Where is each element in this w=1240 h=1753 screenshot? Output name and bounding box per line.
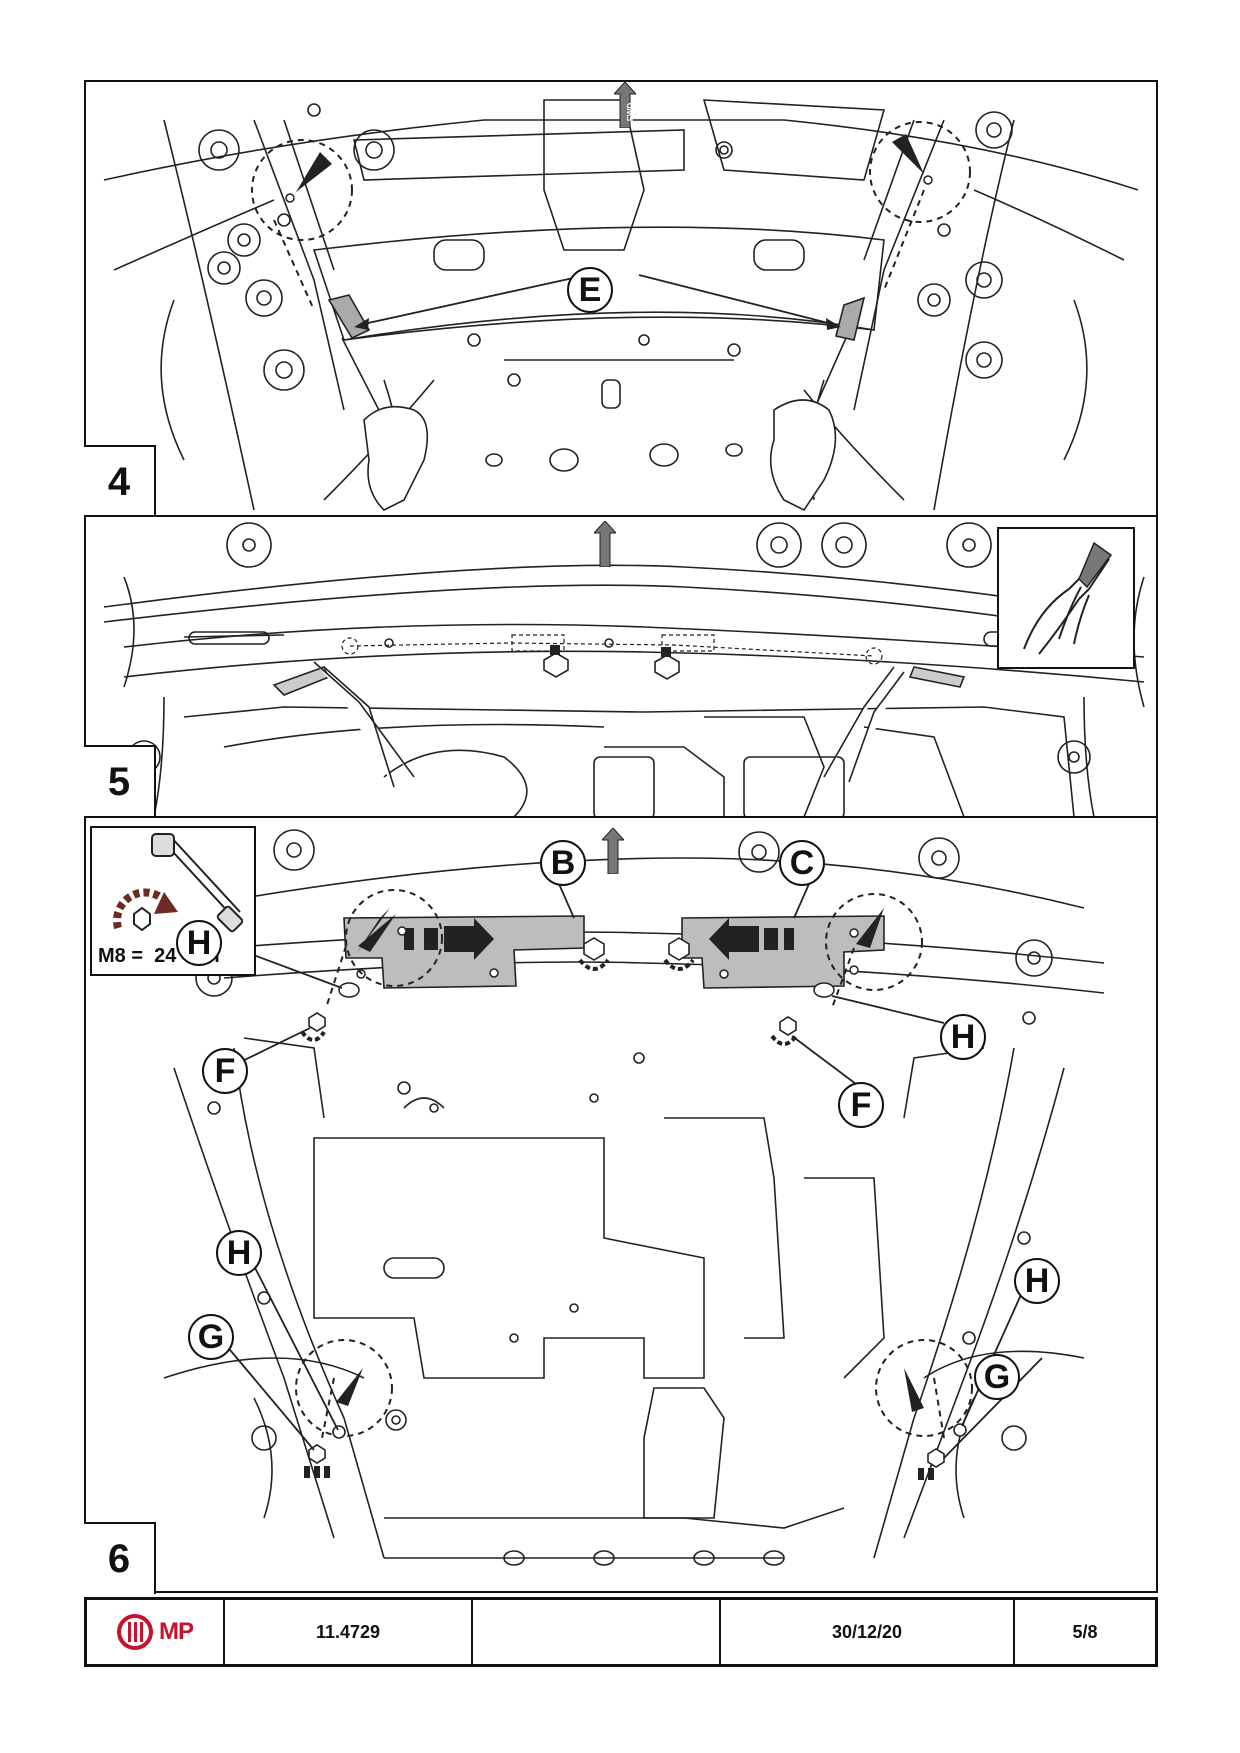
- torque-spec-box: M8 = 24 Nm: [90, 826, 256, 976]
- mp-logo: MP: [117, 1614, 194, 1650]
- step-5-panel: 5: [84, 515, 1158, 817]
- product-code: 11.4729: [225, 1600, 473, 1664]
- logo-text: MP: [159, 1618, 194, 1645]
- callout-E: E: [567, 267, 613, 313]
- callout-H: H: [216, 1230, 262, 1276]
- callout-G: G: [188, 1314, 234, 1360]
- fwd-arrow-icon: FWD: [614, 82, 636, 128]
- step-6-panel: M8 = 24 Nm B C H H F F H H G G 6: [84, 816, 1158, 1598]
- svg-text:FWD: FWD: [626, 103, 635, 121]
- step-number: 4: [84, 445, 156, 517]
- mp-logo-icon: [117, 1614, 153, 1650]
- fwd-arrow-icon: [594, 521, 616, 567]
- step-5-illustration: [103, 522, 1145, 817]
- date: 30/12/20: [721, 1600, 1015, 1664]
- title-block: MP 11.4729 30/12/20 5/8: [84, 1597, 1158, 1667]
- page-number: 5/8: [1072, 1621, 1098, 1642]
- callout-F: F: [202, 1048, 248, 1094]
- step-number: 5: [84, 745, 156, 817]
- callout-F: F: [838, 1082, 884, 1128]
- callout-B: B: [540, 840, 586, 886]
- step-4-illustration: [103, 99, 1139, 512]
- callout-C: C: [779, 840, 825, 886]
- callout-H: H: [940, 1014, 986, 1060]
- blank-cell: [473, 1600, 721, 1664]
- logo-cell: MP: [87, 1600, 225, 1664]
- step-number: 6: [84, 1522, 156, 1594]
- callout-G: G: [974, 1354, 1020, 1400]
- cutting-pliers-tool-box: [997, 527, 1135, 669]
- page-frame: [84, 80, 1158, 1593]
- cutting-pliers-icon: [1023, 541, 1113, 655]
- callout-H: H: [176, 920, 222, 966]
- callout-H: H: [1014, 1258, 1060, 1304]
- step-6-illustration: [163, 829, 1105, 1566]
- step-4-panel: FWD E 4: [84, 80, 1158, 517]
- fwd-arrow-icon: [602, 828, 624, 874]
- torque-wrench-icon: [112, 833, 244, 933]
